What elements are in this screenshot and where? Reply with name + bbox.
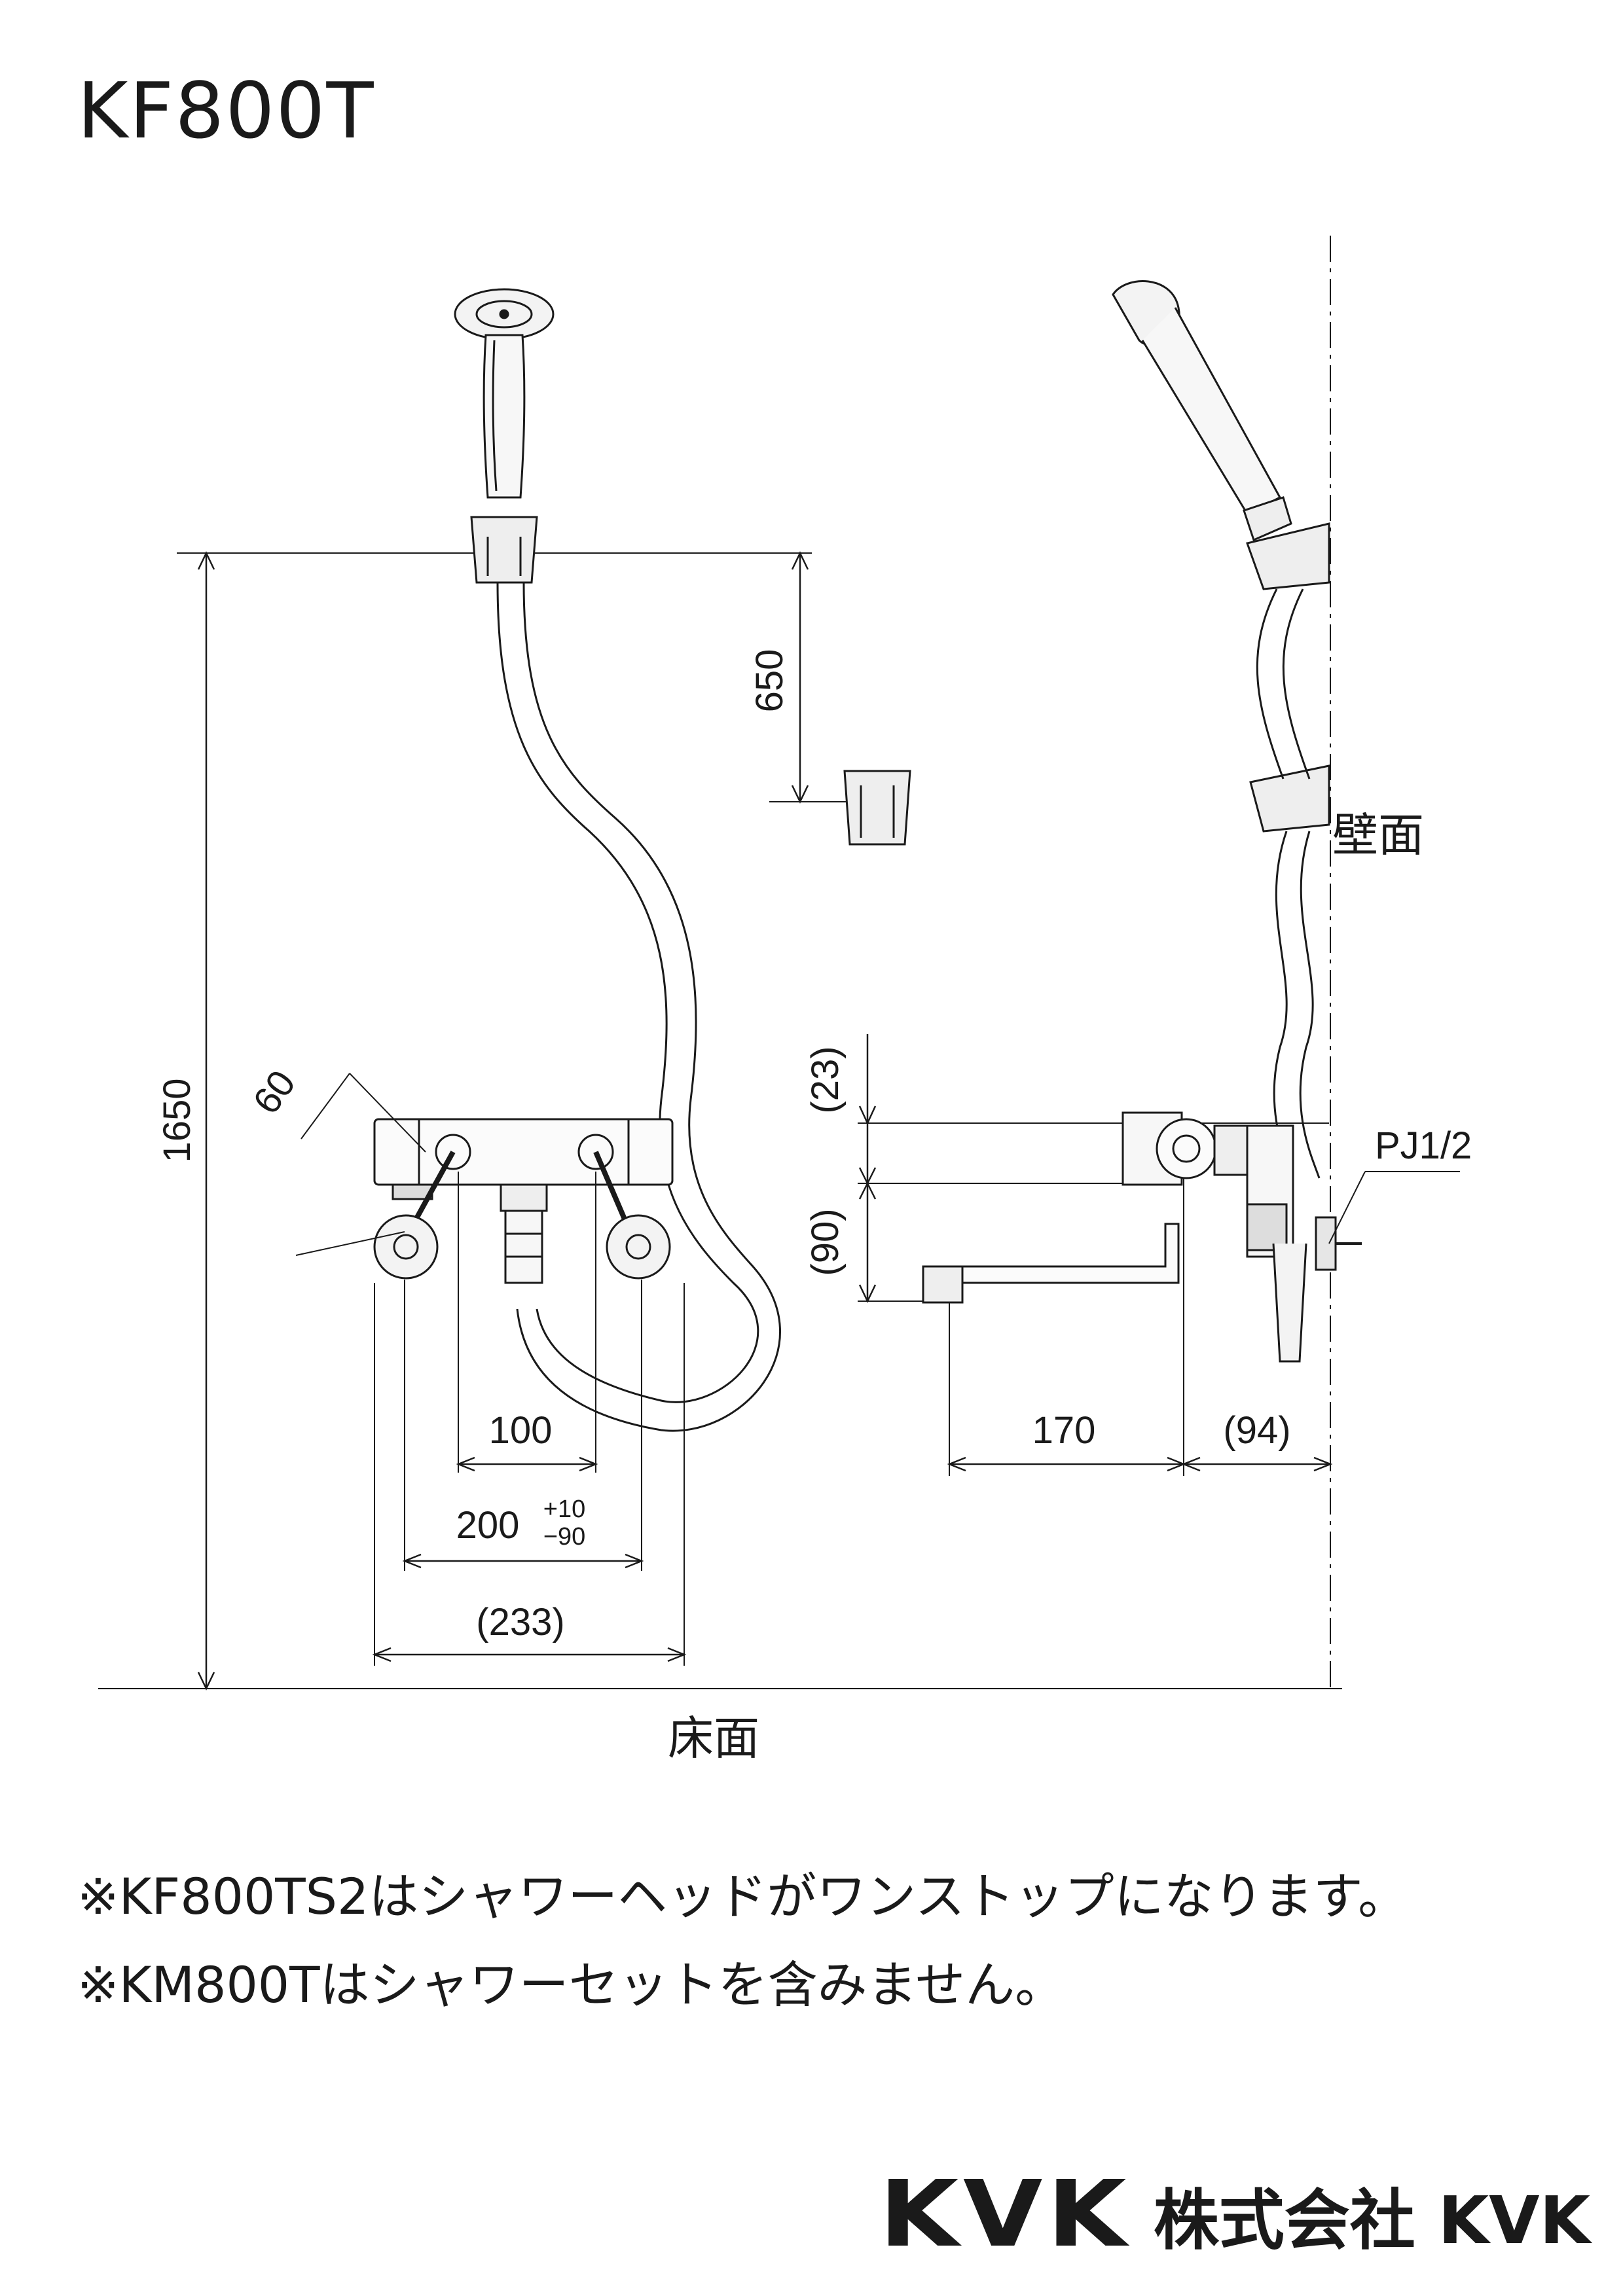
note-line: ※KF800TS2はシャワーヘッドがワンストップになります。	[77, 1867, 1408, 1926]
dim-side-vertical	[858, 1034, 877, 1303]
dim-100	[456, 1456, 598, 1472]
dim-label-94: (94)	[1223, 1409, 1290, 1452]
side-holders	[1246, 522, 1330, 833]
label-wall: 壁面	[1332, 808, 1424, 862]
hook-dimension: (90) 650	[748, 551, 911, 846]
company-name: 株式会社 KVK	[1153, 2182, 1590, 2259]
shower-head-front	[454, 288, 555, 584]
shower-hose-front	[496, 582, 782, 1432]
dim-label-60: 60	[245, 1063, 304, 1122]
dim-170-94	[947, 1456, 1333, 1472]
side-view: 壁面	[804, 236, 1472, 1689]
dim-label-200: 200	[456, 1504, 520, 1547]
model-title: KF800T	[77, 65, 375, 156]
label-floor: 床面	[668, 1712, 759, 1765]
tolerance-minus: −90	[543, 1523, 585, 1551]
kvk-logo: KVK	[879, 2161, 1131, 2268]
dim-label-90: (90)	[804, 1208, 847, 1276]
brand-footer: KVK 株式会社 KVK	[879, 2161, 1590, 2268]
dim-label-23: (23)	[804, 1046, 847, 1113]
dim-label-1650: 1650	[156, 1078, 198, 1162]
dim-label-233: (233)	[476, 1601, 564, 1643]
tolerance-plus: +10	[543, 1496, 585, 1523]
front-view: 1650	[98, 288, 1342, 1691]
mixer-valve-front	[373, 1118, 674, 1284]
mixer-valve-side	[858, 1111, 1362, 1363]
front-extension-lines	[374, 1172, 685, 1666]
notes: ※KF800TS2はシャワーヘッドがワンストップになります。 ※KM800Tはシ…	[77, 1852, 1408, 2029]
dim-label-650-hook: 650	[748, 649, 791, 713]
dim-label-100: 100	[489, 1409, 553, 1452]
dim-60	[295, 1073, 426, 1256]
thread-leader	[1328, 1171, 1366, 1244]
wall-hook	[843, 770, 911, 846]
dim-1650	[197, 551, 215, 1691]
side-extension-lines	[949, 1178, 1184, 1476]
shower-head-side	[1112, 280, 1292, 542]
dim-233	[372, 1647, 687, 1662]
note-line: ※KM800Tはシャワーセットを含みません。	[77, 1956, 1065, 2014]
label-thread: PJ1/2	[1375, 1124, 1472, 1167]
shower-hose-side	[1256, 588, 1321, 1179]
dim-label-170: 170	[1032, 1409, 1096, 1452]
dim-200	[402, 1553, 644, 1569]
